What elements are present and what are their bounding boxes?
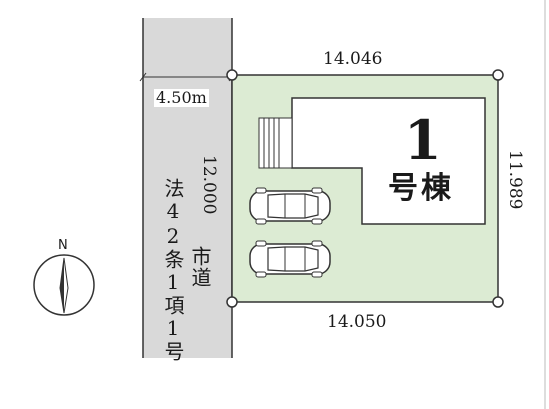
lot-corner-marker	[492, 296, 504, 308]
entrance-steps	[258, 117, 293, 169]
lot-corner-marker	[226, 69, 238, 81]
parking-car-icon	[249, 187, 331, 225]
dimension-right: 11.989	[505, 150, 525, 210]
dimension-left: 12.000	[199, 155, 219, 215]
dimension-bottom: 14.050	[327, 312, 387, 332]
dimension-top: 14.046	[323, 49, 383, 69]
road-type-label: 市道	[188, 246, 212, 288]
building-name: 号棟	[388, 171, 454, 206]
lot-corner-marker	[226, 296, 238, 308]
parking-car-icon	[249, 240, 331, 278]
road	[143, 18, 232, 358]
north-arrow-icon	[33, 254, 95, 316]
road-width-tick-left	[139, 72, 147, 82]
road-width-label: 4.50m	[154, 88, 209, 107]
building-number: 1	[404, 108, 442, 172]
lot-corner-marker	[492, 69, 504, 81]
compass-north-label: N	[58, 238, 68, 253]
road-legal-label: 法42条1項1号	[161, 178, 185, 362]
